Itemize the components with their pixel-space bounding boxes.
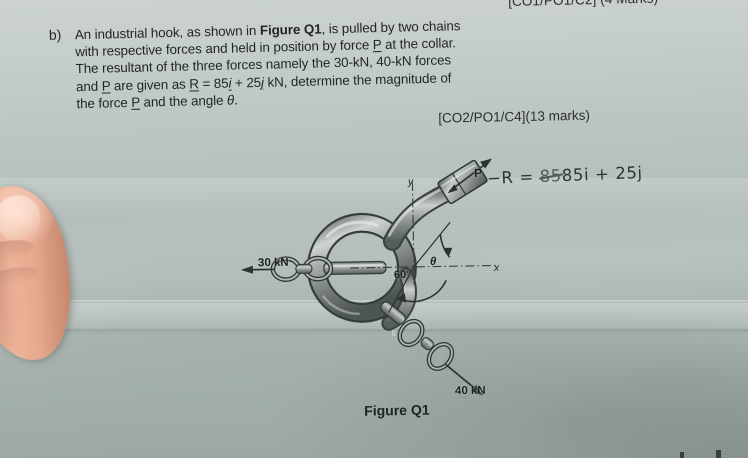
hand-struck-out: 85 (539, 166, 563, 186)
page-corner-shadow (518, 338, 748, 458)
label-axis-x: x (493, 261, 500, 275)
label-axis-y: y (407, 175, 414, 189)
q-line3-b: are given as (110, 76, 190, 94)
q-line3-d: + 25 (231, 74, 262, 91)
q-line3-e: kN, determine the magnitude of (263, 70, 452, 90)
thumb-crease-1 (0, 235, 36, 271)
arc-theta (439, 234, 451, 258)
q-line4-c: . (233, 92, 238, 108)
thumb-highlight (0, 190, 46, 246)
label-angle-theta: θ (429, 255, 437, 269)
hook-tip (381, 267, 417, 331)
label-force-40kn: 40 kN (454, 384, 486, 398)
hook-drawing (240, 158, 496, 396)
q-line1-a: An industrial hook, as shown in (74, 22, 261, 43)
question-label: b) (48, 26, 62, 43)
marks-bottom-text: [CO2/PO1/C4](13 marks) (438, 107, 591, 126)
angle-ray-40 (388, 266, 415, 313)
hand-expr-a: 85 (561, 165, 585, 186)
q-line2-a: and held in position by force (205, 37, 374, 57)
force-40kn-arrow (445, 363, 484, 396)
q-line4-a: the force (76, 94, 132, 112)
question-text: An industrial hook, as shown in Figure Q… (75, 17, 465, 112)
force-p-arrow (447, 158, 493, 194)
thumb-crease-2 (0, 262, 39, 294)
chain-left (270, 255, 334, 282)
angle-markers (388, 221, 453, 313)
figure-hook-diagram (236, 155, 540, 410)
force-30kn-arrow (240, 265, 274, 274)
page-edge-mark-2 (716, 450, 721, 458)
axis-x-line (349, 264, 496, 269)
hand-expr-b: + 25 (588, 163, 638, 185)
page-edge-mark-1 (680, 452, 684, 458)
angle-ray-p (413, 221, 451, 268)
q-vector-r: R (189, 75, 200, 92)
label-force-p: P (473, 165, 483, 181)
figure-caption: Figure Q1 (364, 401, 430, 419)
label-angle-60: 60° (393, 268, 411, 282)
q-line3-c: = 85 (198, 75, 229, 91)
hand-expr-j: j (637, 163, 644, 183)
hand-prefix: −R = (486, 166, 540, 188)
label-force-30kn: 30 kN (257, 256, 289, 270)
q-figure-ref: Figure Q1 (259, 21, 322, 38)
chain-lower (380, 301, 455, 371)
q-line4-b: and the angle (139, 92, 228, 110)
